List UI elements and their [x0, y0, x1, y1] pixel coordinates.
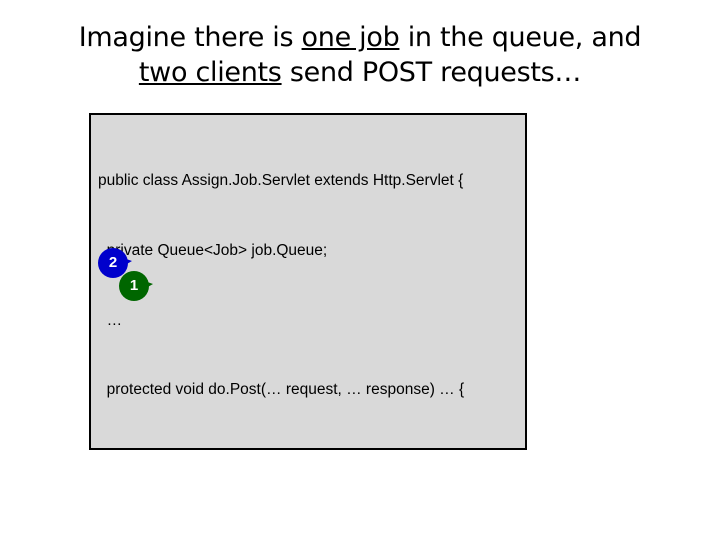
title-line-2-post: send POST requests…: [281, 57, 582, 88]
code-line: private Queue<Job> job.Queue;: [98, 242, 328, 259]
title-emphasis-one-job: one job: [301, 22, 400, 53]
callout-badge-2: 2: [98, 248, 132, 278]
code-line: …: [98, 311, 123, 329]
code-block: public class Assign.Job.Servlet extends …: [89, 113, 527, 450]
code-line: public class Assign.Job.Servlet extends …: [98, 172, 464, 190]
code-line: Print.Writer out = response.get.Writer()…: [98, 448, 522, 449]
callout-bubble-icon: [98, 248, 128, 278]
title-line-1-pre: Imagine there is: [78, 22, 302, 53]
title-line-2: two clients send POST requests…: [40, 55, 680, 90]
callout-badge-2-label: 2: [108, 254, 118, 271]
code-line: protected void do.Post(… request, … resp…: [98, 381, 465, 399]
callout-badge-1-label: 1: [129, 277, 139, 294]
slide-title: Imagine there is one job in the queue, a…: [40, 20, 680, 90]
callout-bubble-icon: [119, 271, 149, 301]
title-line-1: Imagine there is one job in the queue, a…: [40, 20, 680, 55]
callout-badge-1: 1: [119, 271, 153, 301]
title-line-1-post: in the queue, and: [399, 22, 642, 53]
title-emphasis-two-clients: two clients: [138, 57, 282, 88]
code-listing: public class Assign.Job.Servlet extends …: [98, 123, 522, 449]
